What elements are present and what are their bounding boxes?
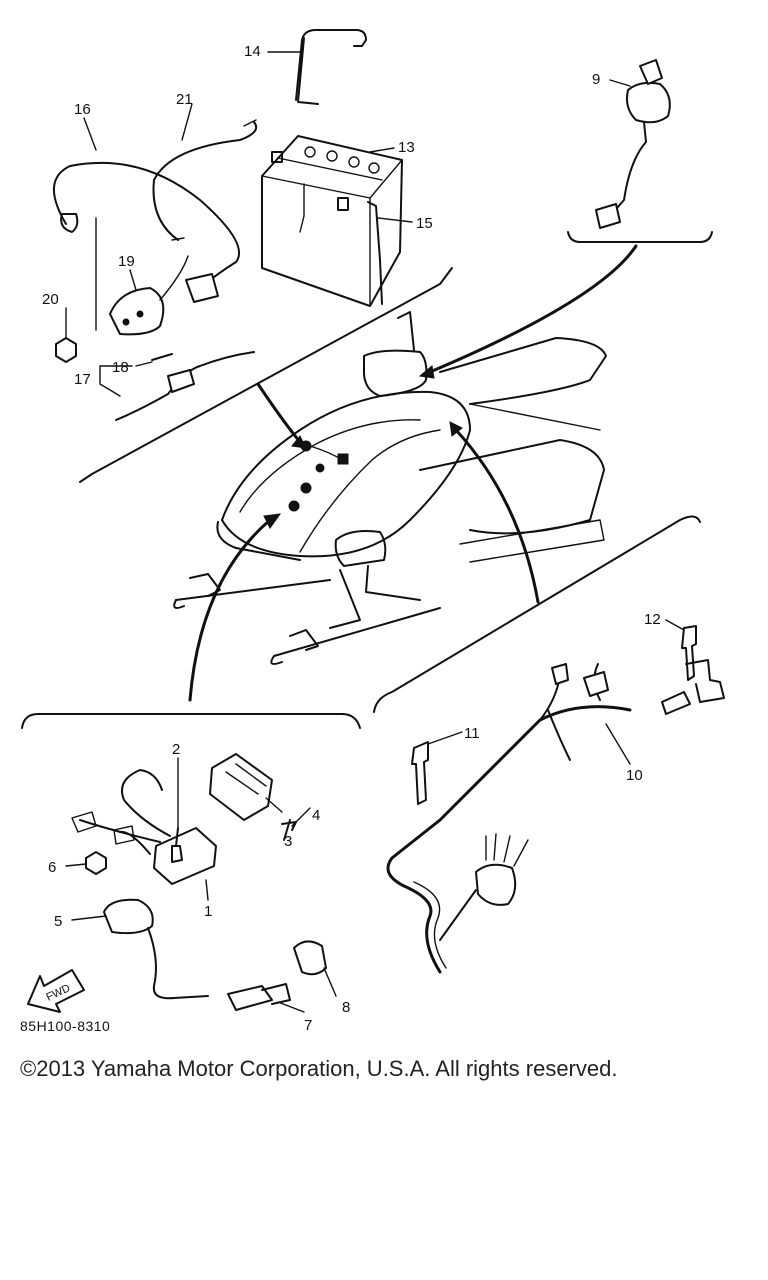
battery-cable-16 [52, 161, 241, 285]
copyright-notice: ©2013 Yamaha Motor Corporation, U.S.A. A… [20, 1056, 618, 1081]
battery-strap-illustration [295, 29, 367, 105]
part-label-16: 16 [74, 101, 91, 118]
battery-illustration [261, 135, 403, 307]
part-label-11: 11 [464, 725, 480, 742]
part-label-10: 10 [626, 767, 643, 784]
battery-cable-21-end [171, 119, 257, 241]
label-leader-17 [99, 365, 133, 397]
ignition-coil-illustration [103, 898, 209, 1000]
nut-6-illustration [85, 851, 107, 875]
ignition-section-bracket [567, 231, 713, 243]
cap-8-illustration [293, 940, 327, 976]
leader-arrowhead-bottom-left [263, 513, 282, 529]
bolt-2-illustration [171, 845, 183, 863]
part-label-6: 6 [48, 859, 56, 876]
wire-harness-illustration [386, 663, 632, 974]
fwd-arrow-badge: FWD [27, 969, 85, 1013]
thermo-switch-illustration [227, 983, 291, 1011]
leader-arrow-ignition [428, 244, 638, 374]
snowmobile-illustration [173, 311, 607, 665]
part-label-17: 17 [74, 371, 91, 388]
part-label-2: 2 [172, 741, 180, 758]
part-label-13: 13 [398, 139, 415, 156]
part-label-21: 21 [176, 91, 193, 108]
bottom-right-section-bracket [373, 515, 701, 713]
fuse-11-illustration [411, 741, 429, 805]
battery-cable-16-end [60, 213, 79, 233]
leader-arrowhead-bottom-right [449, 421, 463, 437]
part-label-1: 1 [204, 903, 212, 920]
vent-tube-illustration [367, 201, 383, 305]
wiring-diagram: FWD [21, 29, 725, 1034]
fuse-12-illustration [681, 625, 697, 681]
ignition-switch-illustration [595, 59, 671, 229]
leader-arrow-bottom-left [188, 518, 272, 702]
battery-cable-21 [152, 121, 258, 241]
part-label-18: 18 [112, 359, 129, 376]
fuse-holder-illustration [661, 659, 725, 715]
starter-cable-17-body [167, 369, 195, 393]
part-label-12: 12 [644, 611, 661, 628]
voltage-regulator-illustration [209, 753, 273, 821]
part-label-3: 3 [284, 833, 292, 850]
part-label-19: 19 [118, 253, 135, 270]
bottom-left-section-bracket [21, 713, 361, 729]
label-leader-18 [135, 361, 153, 367]
cdi-unit-illustration [71, 769, 217, 885]
part-label-4: 4 [312, 807, 320, 824]
figure-code: 85H100-8310 [20, 1018, 111, 1034]
starter-relay-illustration [109, 255, 219, 336]
part-label-9: 9 [592, 71, 600, 88]
fuse-18-illustration [151, 353, 173, 361]
top-left-section-bracket [79, 267, 453, 483]
part-label-15: 15 [416, 215, 433, 232]
part-label-8: 8 [342, 999, 350, 1016]
leader-arrow-bottom-right [454, 428, 540, 604]
part-label-14: 14 [244, 43, 261, 60]
part-label-7: 7 [304, 1017, 312, 1034]
part-label-5: 5 [54, 913, 62, 930]
nut-20-illustration [55, 337, 77, 363]
bolt-2-head [175, 827, 179, 847]
leader-arrow-top-left [256, 382, 302, 444]
label-leaders [65, 51, 685, 1013]
part-label-20: 20 [42, 291, 59, 308]
